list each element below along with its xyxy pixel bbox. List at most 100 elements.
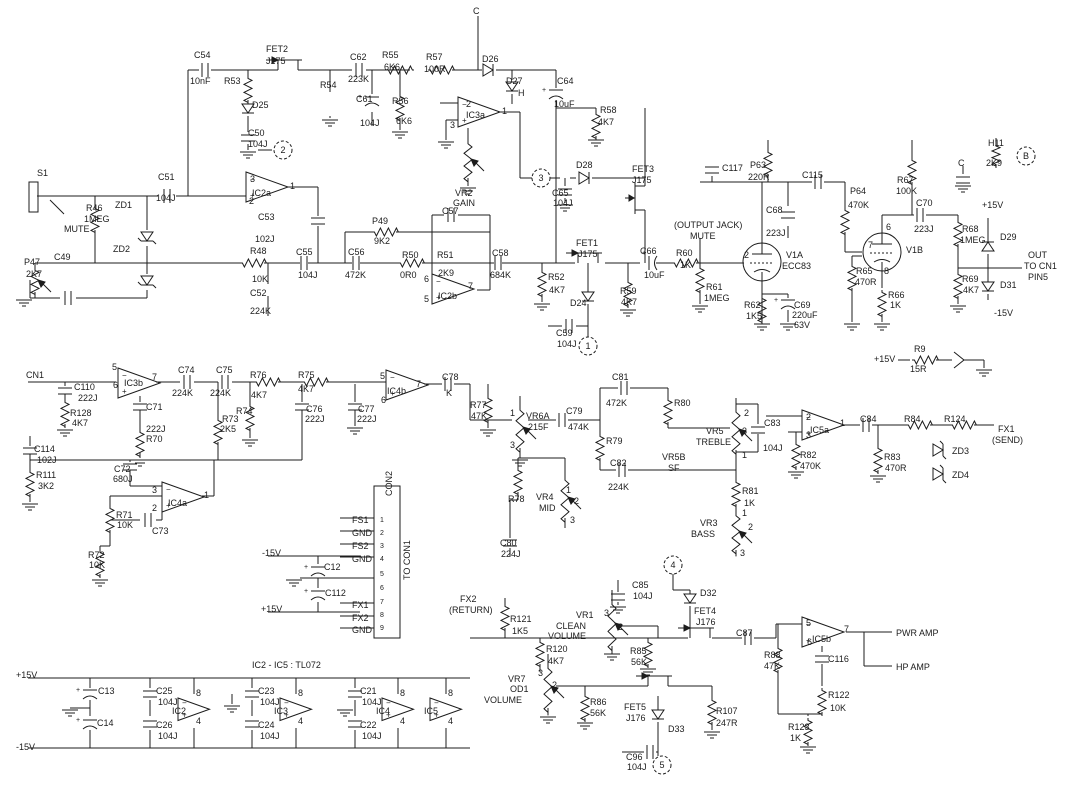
svg-text:−: −: [806, 620, 811, 629]
component-label: 3K2: [38, 481, 54, 491]
component-label: 6: [424, 274, 429, 284]
component-label: J175: [578, 249, 598, 259]
component-label: FET3: [632, 164, 654, 174]
resistor-symbol: [134, 430, 146, 458]
component-label: MUTE: [690, 231, 716, 241]
component-label: C77: [358, 404, 375, 414]
svg-text:+: +: [76, 717, 80, 724]
opamp-symbol: −+: [457, 96, 502, 128]
resistor-symbol: [512, 468, 524, 496]
component-label: C49: [54, 252, 71, 262]
ground-symbol: [438, 141, 454, 149]
component-label: 10K: [252, 274, 268, 284]
component-label: R68: [962, 224, 979, 234]
component-label: IC5a: [810, 425, 829, 435]
component-label: 470R: [885, 463, 907, 473]
component-label: 10uF: [644, 270, 665, 280]
component-label: 7: [844, 624, 849, 634]
capacitor-symbol: [348, 403, 362, 411]
capacitor-symbol: [221, 375, 229, 389]
svg-text:−: −: [436, 277, 441, 286]
component-label: 7: [468, 281, 473, 291]
component-label: 1: [510, 408, 515, 418]
opamp-symbol: −+: [431, 273, 476, 305]
component-label: R123: [788, 722, 810, 732]
component-label: 7: [416, 379, 421, 389]
zener-diode-symbol: [932, 464, 947, 484]
ground-symbol: [620, 309, 636, 317]
fet-symbol: [266, 56, 302, 70]
component-label: R84: [904, 414, 921, 424]
potentiometer-symbol: [731, 512, 753, 557]
component-label: C62: [350, 52, 367, 62]
component-label: 1MEG: [704, 293, 730, 303]
resistor-symbol: [694, 266, 706, 294]
diode-symbol: [505, 81, 519, 92]
component-label: 104J: [627, 762, 647, 772]
resistor-symbol: [906, 419, 934, 431]
component-label: FX1: [352, 600, 369, 610]
component-label: 684K: [490, 270, 511, 280]
component-label: C79: [566, 406, 583, 416]
component-label: R80: [674, 398, 691, 408]
component-label: 1: [290, 181, 295, 191]
component-label: 2: [744, 250, 749, 260]
svg-text:−: −: [386, 699, 391, 708]
component-label: R122: [828, 690, 850, 700]
component-label: 3: [250, 174, 255, 184]
resistor-symbol: [756, 296, 768, 324]
svg-text:+: +: [304, 564, 308, 571]
component-label: 1: [840, 418, 845, 428]
component-label: 3: [740, 548, 745, 558]
svg-text:+: +: [642, 250, 646, 257]
resistor-symbol: [872, 446, 884, 474]
reference-circle: 2: [273, 140, 293, 160]
component-label: VR3: [700, 518, 718, 528]
component-label: 224K: [210, 388, 231, 398]
component-label: CLEAN: [556, 621, 586, 631]
ground-symbol: [512, 459, 528, 467]
component-label: 2: [152, 503, 157, 513]
capacitor-symbol: [241, 134, 255, 142]
component-label: D25: [252, 100, 269, 110]
component-label: IC3a: [466, 110, 485, 120]
component-label: R107: [716, 706, 738, 716]
component-label: C115: [802, 170, 823, 180]
component-label: 104J: [553, 198, 573, 208]
component-label: MID: [539, 503, 556, 513]
component-label: 10K: [89, 560, 105, 570]
ground-symbol: [286, 579, 302, 587]
component-label: 3: [152, 485, 157, 495]
component-label: 2: [574, 496, 579, 506]
ground-symbol: [976, 369, 992, 377]
component-label: R65: [856, 266, 873, 276]
component-label: C56: [348, 247, 365, 257]
component-label: 4K7: [963, 285, 979, 295]
component-label: 5: [112, 362, 117, 372]
component-label: VR1: [576, 610, 594, 620]
resistor-symbol: [622, 280, 634, 308]
capacitor-symbol: [143, 720, 157, 728]
component-label: 224K: [172, 388, 193, 398]
svg-text:+: +: [182, 711, 187, 720]
component-label: IC2b: [438, 291, 457, 301]
component-label: 104J: [763, 443, 783, 453]
capacitor-symbol: [295, 403, 309, 411]
component-label: D26: [482, 54, 499, 64]
component-label: 100K: [896, 186, 917, 196]
ground-symbol: [534, 303, 550, 311]
component-label: 2K5: [220, 424, 236, 434]
component-label: TO CON1: [402, 540, 412, 580]
component-label: OUT: [1028, 250, 1048, 260]
component-label: +15V: [261, 604, 282, 614]
component-label: VR5B: [662, 452, 686, 462]
diode-symbol: [581, 291, 595, 302]
component-label: 3: [380, 543, 384, 550]
component-label: K: [446, 388, 452, 398]
component-label: 1: [502, 106, 507, 116]
resistor-symbol: [302, 376, 330, 388]
polarized-capacitor-symbol: +: [76, 687, 98, 700]
component-label: IC5b: [812, 634, 831, 644]
ground-symbol: [870, 475, 886, 483]
component-label: 1: [566, 485, 571, 495]
